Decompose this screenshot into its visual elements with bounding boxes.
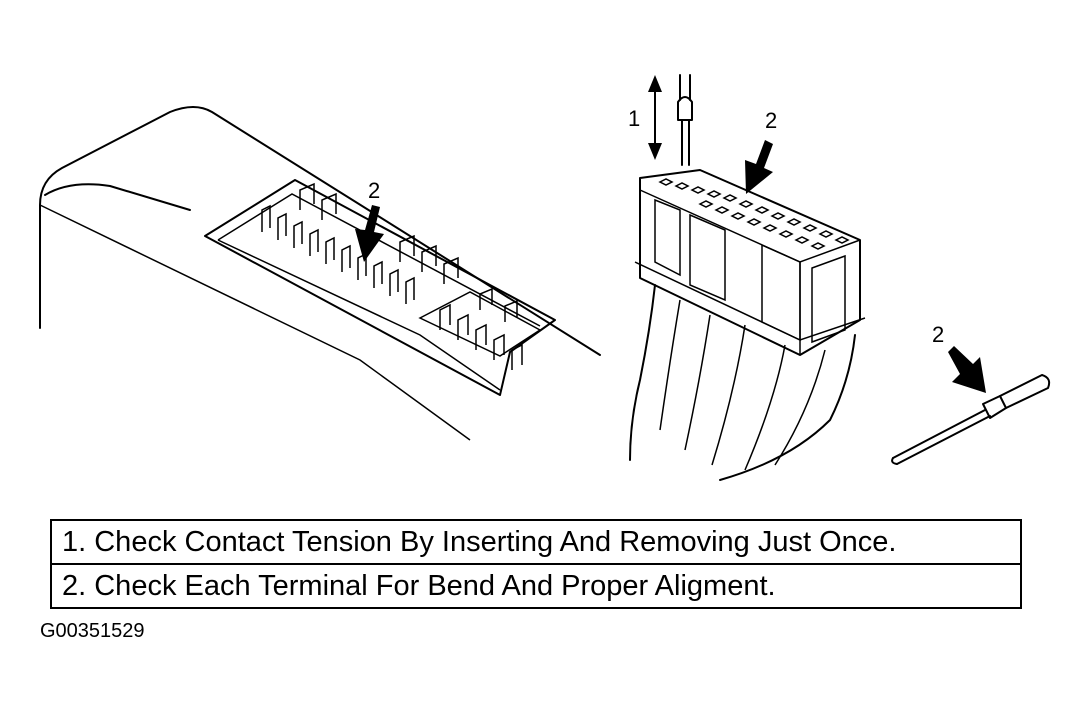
- left-arrow: [355, 205, 384, 262]
- figure-code: G00351529: [40, 620, 145, 642]
- center-arrow: [745, 140, 773, 194]
- instruction-row: 1. Check Contact Tension By Inserting An…: [62, 526, 897, 558]
- center-arrow-number: 2: [765, 108, 777, 133]
- connector-inspection-diagram: 2: [39, 74, 1051, 481]
- control-module-illustration: [39, 106, 601, 441]
- harness-connector-illustration: [629, 74, 866, 481]
- instructions-table: 1. Check Contact Tension By Inserting An…: [50, 519, 1022, 609]
- probe-arrow-number: 1: [628, 106, 640, 131]
- terminal-pin-illustration: [891, 374, 1051, 465]
- instruction-row: 2. Check Each Terminal For Bend And Prop…: [52, 563, 1020, 607]
- right-arrow: [948, 346, 986, 393]
- left-arrow-number: 2: [368, 178, 380, 203]
- right-arrow-number: 2: [932, 322, 944, 347]
